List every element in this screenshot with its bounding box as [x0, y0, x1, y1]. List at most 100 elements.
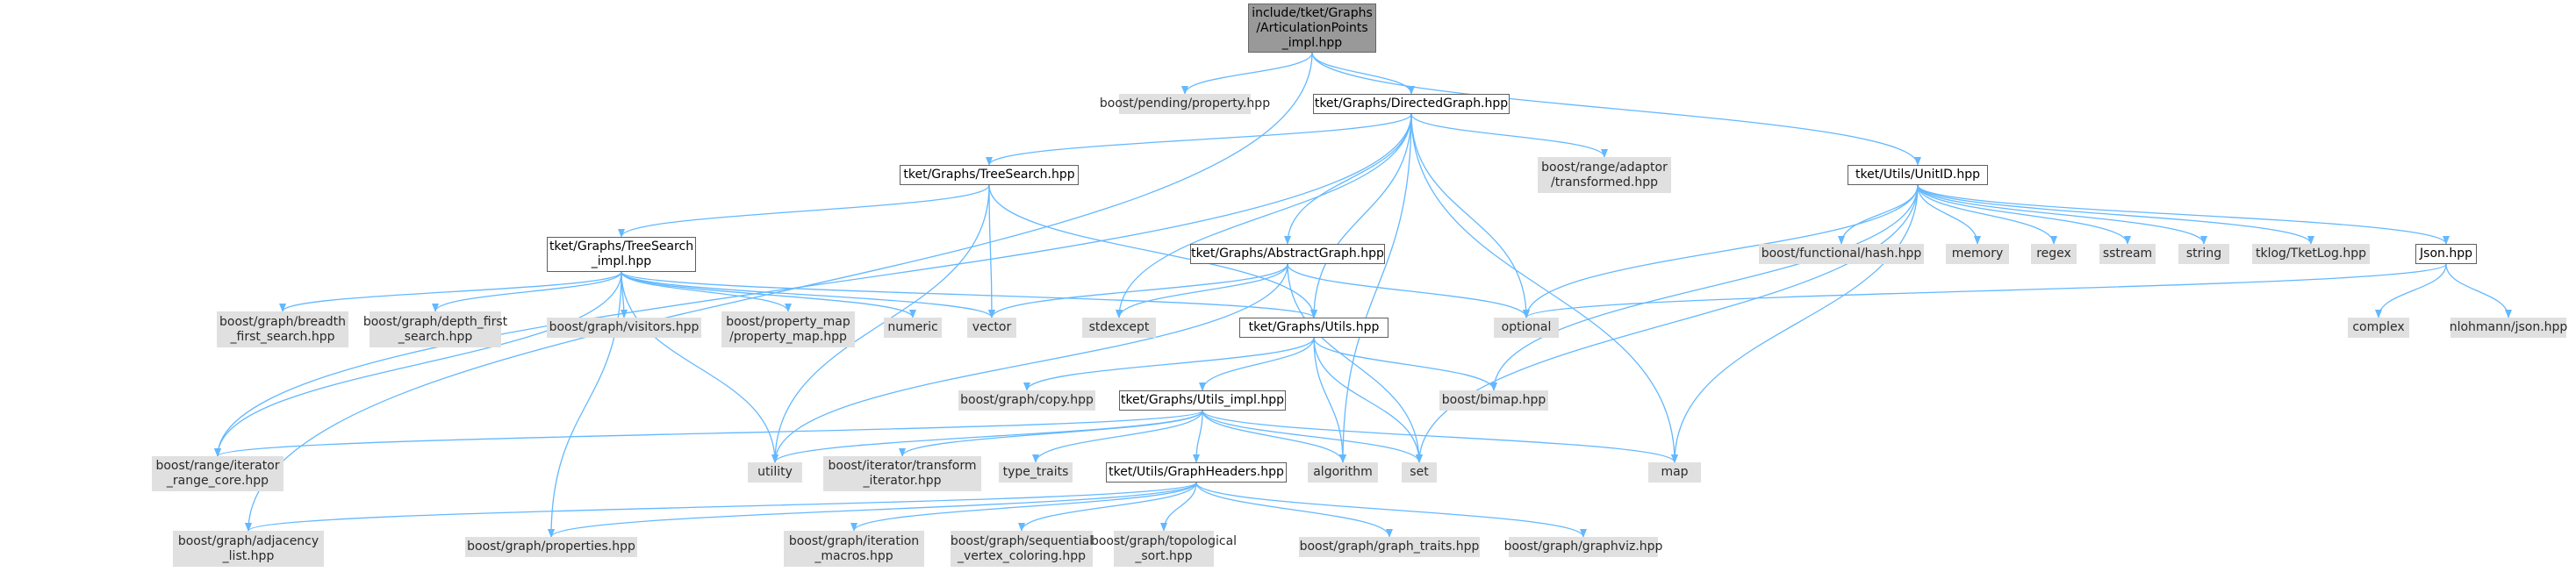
- edge-abstract-graph-to-stdexcept: [1116, 263, 1288, 318]
- edge-unitid-to-json: [1917, 184, 2450, 245]
- edge-graph-utils-to-copy: [1023, 337, 1315, 391]
- node-string: string: [2178, 244, 2229, 264]
- edge-tree-search-impl-to-numeric: [621, 271, 916, 318]
- edge-unitid-to-map: [1671, 184, 1919, 463]
- node-property-map: boost/property_map /property_map.hpp: [721, 311, 855, 347]
- edge-utils-impl-to-algorithm: [1202, 410, 1346, 463]
- node-graphviz: boost/graph/graphviz.hpp: [1504, 537, 1662, 557]
- edge-tree-search-impl-to-utility: [621, 271, 779, 463]
- node-set: set: [1402, 462, 1437, 483]
- edge-directed-graph-to-range-adaptor: [1410, 113, 1608, 158]
- node-algorithm: algorithm: [1308, 462, 1378, 483]
- edge-tree-search-to-tree-search-impl: [618, 184, 990, 238]
- edge-unitid-to-functional-hash: [1838, 184, 1919, 245]
- edge-unitid-to-tketlog: [1917, 184, 2314, 245]
- node-json[interactable]: Json.hpp: [2415, 244, 2477, 264]
- edge-utils-impl-to-transform-iterator: [899, 410, 1203, 457]
- edge-unitid-to-memory: [1917, 184, 1981, 245]
- edge-directed-graph-to-map: [1410, 113, 1678, 463]
- edge-unitid-to-sstream: [1917, 184, 2131, 245]
- edge-tree-search-to-vector: [987, 184, 995, 318]
- edge-tree-search-impl-to-graph-properties: [548, 271, 622, 538]
- node-functional-hash: boost/functional/hash.hpp: [1759, 244, 1924, 264]
- edge-directed-graph-to-iterator-range-core: [214, 113, 1412, 457]
- node-transform-iterator: boost/iterator/transform _iterator.hpp: [823, 456, 981, 491]
- node-graph-headers[interactable]: tket/Utils/GraphHeaders.hpp: [1106, 462, 1287, 483]
- node-graph-utils[interactable]: tket/Graphs/Utils.hpp: [1239, 318, 1388, 338]
- node-root[interactable]: include/tket/Graphs /ArticulationPoints …: [1248, 4, 1376, 53]
- node-range-adaptor: boost/range/adaptor /transformed.hpp: [1538, 157, 1671, 193]
- edge-abstract-graph-to-utility: [771, 263, 1288, 463]
- edge-json-to-complex: [2375, 263, 2447, 318]
- node-bfs: boost/graph/breadth _first_search.hpp: [217, 311, 348, 347]
- node-iterator-range-core: boost/range/iterator _range_core.hpp: [152, 456, 283, 491]
- node-stdexcept: stdexcept: [1082, 318, 1156, 338]
- edge-graph-utils-to-set: [1313, 337, 1423, 463]
- edge-unitid-to-string: [1917, 184, 2207, 245]
- node-dfs: boost/graph/depth_first _search.hpp: [363, 311, 507, 347]
- edge-graph-headers-to-graph-traits: [1195, 482, 1393, 538]
- edge-directed-graph-to-optional: [1410, 113, 1530, 318]
- edge-directed-graph-to-stdexcept: [1116, 113, 1412, 318]
- node-tketlog: tklog/TketLog.hpp: [2252, 244, 2370, 264]
- edge-tree-search-impl-to-iterator-range-core: [214, 271, 622, 457]
- edge-utils-impl-to-utility: [771, 410, 1203, 463]
- edge-tree-search-impl-to-bfs: [279, 271, 622, 312]
- edge-utils-impl-to-type-traits: [1032, 410, 1203, 463]
- edge-directed-graph-to-tree-search: [986, 113, 1412, 166]
- node-bimap: boost/bimap.hpp: [1439, 390, 1548, 411]
- edge-json-to-optional: [1523, 263, 2447, 318]
- edge-json-to-nlohmann: [2445, 263, 2512, 318]
- edge-abstract-graph-to-optional: [1287, 263, 1530, 318]
- node-sstream: sstream: [2099, 244, 2156, 264]
- edge-tree-search-to-graph-utils: [988, 184, 1317, 318]
- edge-root-to-adjacency-list: [245, 52, 1313, 532]
- edge-directed-graph-to-algorithm: [1339, 113, 1412, 463]
- node-visitors: boost/graph/visitors.hpp: [547, 318, 701, 338]
- node-copy: boost/graph/copy.hpp: [958, 390, 1095, 411]
- node-abstract-graph[interactable]: tket/Graphs/AbstractGraph.hpp: [1190, 244, 1385, 264]
- edge-graph-headers-to-topological-sort: [1160, 482, 1197, 532]
- edge-graph-headers-to-graphviz: [1195, 482, 1587, 538]
- edge-root-to-pending-property: [1181, 52, 1313, 95]
- node-vector: vector: [967, 318, 1016, 338]
- node-optional: optional: [1494, 318, 1559, 338]
- node-pending-property: boost/pending/property.hpp: [1100, 94, 1270, 114]
- edge-root-to-unitid: [1311, 52, 1921, 166]
- node-nlohmann: nlohmann/json.hpp: [2450, 318, 2567, 338]
- node-regex: regex: [2031, 244, 2077, 264]
- node-topological-sort: boost/graph/topological _sort.hpp: [1091, 531, 1237, 567]
- edge-graph-utils-to-bimap: [1313, 337, 1497, 391]
- edge-tree-search-impl-to-vector: [621, 271, 995, 318]
- edge-graph-headers-to-iteration-macros: [850, 482, 1197, 532]
- edge-directed-graph-to-graph-utils: [1310, 113, 1412, 318]
- edge-graph-utils-to-utils-impl: [1199, 337, 1315, 391]
- edge-abstract-graph-to-vector: [988, 263, 1288, 318]
- node-utility: utility: [748, 462, 802, 483]
- node-graph-traits: boost/graph/graph_traits.hpp: [1299, 537, 1480, 557]
- node-tree-search-impl[interactable]: tket/Graphs/TreeSearch _impl.hpp: [547, 237, 696, 272]
- edge-graph-headers-to-graph-properties: [548, 482, 1197, 538]
- node-sequential-coloring: boost/graph/sequential _vertex_coloring.…: [951, 531, 1093, 567]
- edge-root-to-directed-graph: [1311, 52, 1415, 95]
- node-memory: memory: [1946, 244, 2009, 264]
- node-tree-search[interactable]: tket/Graphs/TreeSearch.hpp: [900, 165, 1079, 185]
- edge-unitid-to-optional: [1523, 184, 1919, 318]
- edge-graph-utils-to-algorithm: [1313, 337, 1346, 463]
- edge-tree-search-to-utility: [771, 184, 990, 463]
- edge-utils-impl-to-map: [1202, 410, 1678, 463]
- node-utils-impl[interactable]: tket/Graphs/Utils_impl.hpp: [1119, 390, 1286, 411]
- edge-graph-headers-to-adjacency-list: [245, 482, 1197, 532]
- edge-unitid-to-bimap: [1490, 184, 1919, 391]
- edge-tree-search-impl-to-graph-utils: [621, 271, 1317, 318]
- edge-tree-search-impl-to-dfs: [432, 271, 622, 312]
- node-directed-graph[interactable]: tket/Graphs/DirectedGraph.hpp: [1313, 94, 1510, 114]
- edge-utils-impl-to-iterator-range-core: [214, 410, 1203, 457]
- edge-abstract-graph-to-set: [1287, 263, 1423, 463]
- node-complex: complex: [2348, 318, 2409, 338]
- node-unitid[interactable]: tket/Utils/UnitID.hpp: [1848, 165, 1988, 185]
- edge-unitid-to-regex: [1917, 184, 2057, 245]
- edge-tree-search-impl-to-property-map: [621, 271, 792, 312]
- node-type-traits: type_traits: [999, 462, 1073, 483]
